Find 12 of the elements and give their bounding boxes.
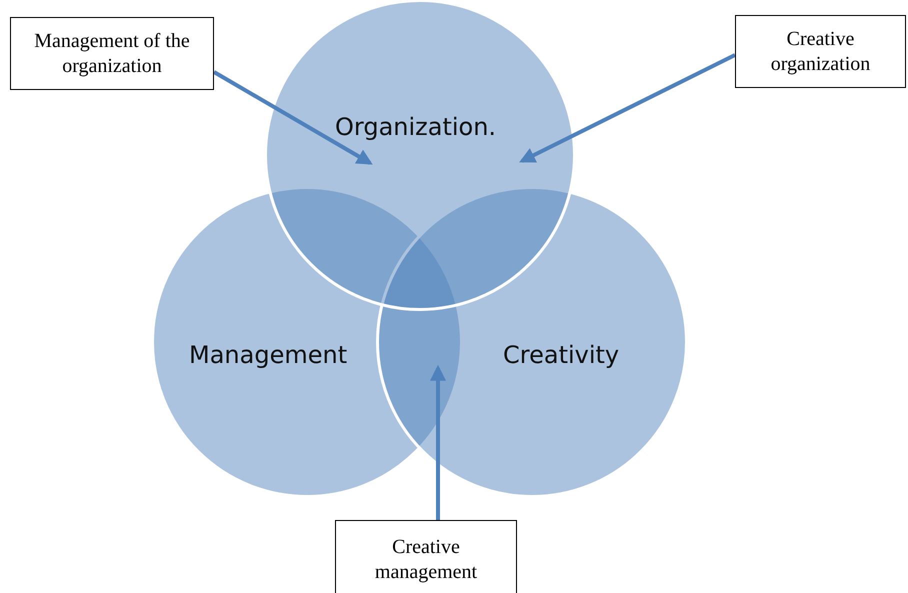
circle-label: Creativity xyxy=(503,341,620,369)
circle-label: Management xyxy=(189,341,348,369)
callout-text: Creative organization xyxy=(770,26,872,76)
callout-text: Management of the organization xyxy=(33,28,191,78)
arrow xyxy=(519,53,736,163)
arrow xyxy=(430,364,446,520)
arrow xyxy=(212,70,373,165)
callout-box xyxy=(335,520,517,593)
callout-box xyxy=(10,17,214,90)
circle-label: Organization. xyxy=(335,113,496,141)
callout-box xyxy=(735,15,906,88)
callout-text: Creative management xyxy=(374,535,478,585)
